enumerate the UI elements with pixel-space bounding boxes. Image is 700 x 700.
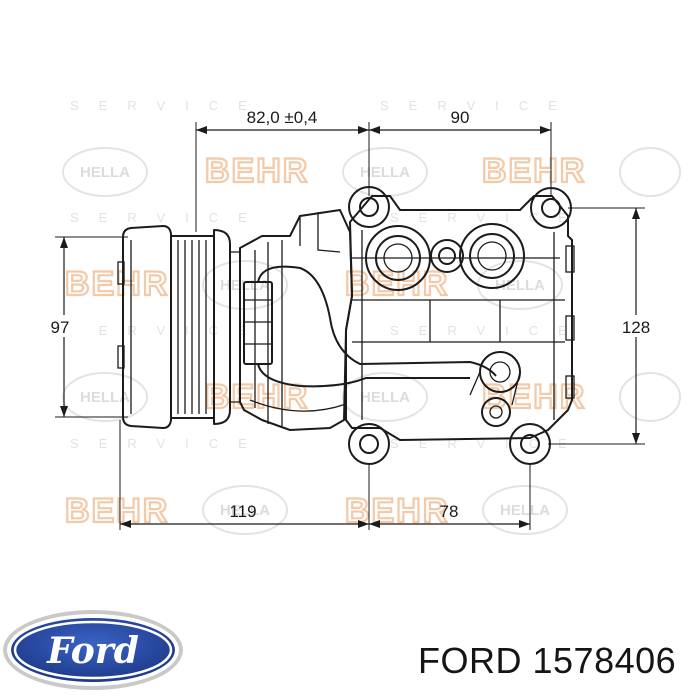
control-valve [469,351,521,427]
dimension-label: 78 [440,502,459,521]
dimension-top-right: 90 [369,108,551,134]
watermark-hella-oval: HELLA [477,260,563,310]
watermark-hella-oval: HELLA [482,485,568,535]
watermark-hella-oval: HELLA [342,147,428,197]
ford-logo-text: Ford [46,630,139,672]
watermark-hella-oval [619,147,681,197]
watermark-hella-oval: HELLA [202,485,288,535]
clutch-connector [243,265,497,412]
watermark-behr: BEHR [482,378,586,416]
watermark-service: SERVICE [70,210,267,225]
watermark-service: SERVICE [390,210,587,225]
watermark-behr: BEHR [205,152,309,190]
watermark-service: SERVICE [70,98,267,113]
watermark-behr: BEHR [345,265,449,303]
watermark-service: SERVICE [390,323,587,338]
dimension-top-left: 82,0 ±0,4 [196,108,369,134]
svg-text:HELLA: HELLA [220,502,270,519]
watermark-behr: BEHR [65,265,169,303]
svg-text:HELLA: HELLA [360,389,410,406]
svg-text:HELLA: HELLA [80,389,130,406]
port-bolt [430,239,464,273]
watermark-hella-oval: HELLA [62,372,148,422]
watermark-service: SERVICE [380,98,577,113]
watermark-hella-oval: HELLA [62,147,148,197]
clutch-pulley [122,225,241,429]
part-number: 1578406 [532,640,677,681]
suction-port [365,225,431,291]
svg-text:HELLA: HELLA [500,502,550,519]
svg-text:HELLA: HELLA [220,277,270,294]
watermark-service: SERVICE [70,436,267,451]
dimension-left-height: 97 [42,237,78,417]
watermark-service: SERVICE [70,323,267,338]
watermark-hella-oval: HELLA [342,372,428,422]
watermark-hella-oval [619,372,681,422]
dimension-right-height: 128 [612,208,658,444]
dimension-label: 97 [51,318,70,337]
compressor-drawing [117,186,575,465]
dimension-bottom-right: 78 [369,502,530,528]
dimension-bottom-left: 119 [120,502,369,528]
svg-text:HELLA: HELLA [360,164,410,181]
part-caption: FORD 1578406 [418,640,698,684]
brand-name: FORD [418,640,522,681]
dimension-label: 128 [622,318,650,337]
svg-text:HELLA: HELLA [80,164,130,181]
dimension-label: 119 [229,502,256,521]
compressor-body [345,195,573,441]
side-bosses [117,245,575,399]
watermark-behr: BEHR [482,152,586,190]
ford-logo: Ford [3,610,183,690]
dimension-label: 82,0 ±0,4 [247,108,318,127]
svg-text:HELLA: HELLA [495,277,545,294]
dimension-lines: 82,0 ±0,4 90 97 128 [42,108,658,530]
watermark-layer: SERVICE SERVICE SERVICE SERVICE SERVICE … [62,98,681,535]
discharge-port [459,223,525,289]
mounting-ear-bottom-left [348,423,390,465]
dimension-label: 90 [451,108,470,127]
